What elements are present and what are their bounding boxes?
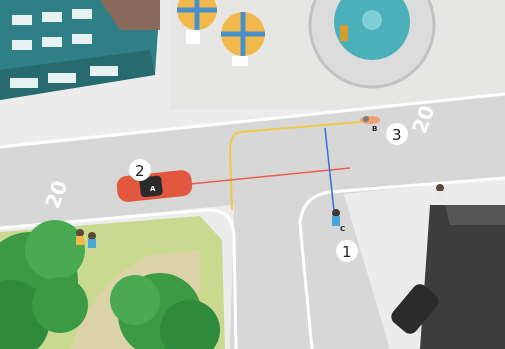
marker-3: 3: [386, 123, 408, 145]
marker-1-number: 1: [342, 243, 352, 261]
car-letter: A: [150, 185, 156, 193]
building-bottom-right: [420, 205, 505, 349]
marker-2: 2: [129, 159, 151, 181]
cyclist-letter: B: [372, 125, 377, 133]
marker-1: 1: [336, 240, 358, 262]
marker-2-number: 2: [135, 162, 145, 180]
marker-3-number: 3: [392, 126, 402, 144]
pedestrian-letter: C: [340, 225, 345, 233]
